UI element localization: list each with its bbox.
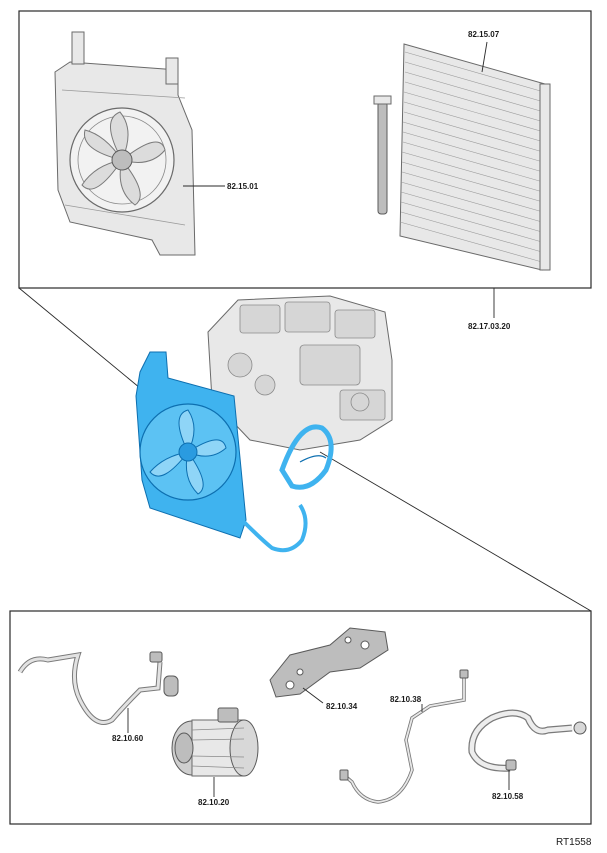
- pipe-label: 82.10.38: [390, 695, 422, 704]
- right-ac-hose: [468, 709, 587, 772]
- connector-bottom-right: [319, 451, 592, 612]
- bottom-detail-panel: 82.10.60 82.10.20 82.10.34: [9, 610, 592, 825]
- diagram-reference-code: RT1558: [556, 837, 592, 848]
- bracket-label: 82.10.34: [326, 702, 358, 711]
- fan-label: 82.15.01: [227, 182, 259, 191]
- compressor-label: 82.10.20: [198, 798, 230, 807]
- module-label: 82.17.03.20: [468, 322, 511, 331]
- left-ac-hose: [17, 651, 179, 725]
- engine-assembly: [207, 295, 393, 451]
- top-detail-frame: [18, 10, 592, 289]
- bottom-detail-frame: [9, 610, 592, 825]
- bracket-leader-line: [302, 687, 324, 704]
- ac-compressor: [171, 707, 259, 777]
- top-detail-panel: 82.15.01: [18, 10, 592, 289]
- condenser-leader-line: [481, 41, 488, 73]
- connector-top-left: [18, 287, 141, 389]
- left-hose-label: 82.10.60: [112, 734, 144, 743]
- compressor-bracket: [269, 627, 389, 698]
- ac-pipe-assembly: [339, 669, 469, 804]
- condenser: [373, 43, 551, 271]
- highlighted-cooling-module: [135, 351, 334, 553]
- cooling-fan-assembly: [54, 31, 196, 256]
- right-hose-label: 82.10.58: [492, 792, 524, 801]
- condenser-label: 82.15.07: [468, 30, 500, 39]
